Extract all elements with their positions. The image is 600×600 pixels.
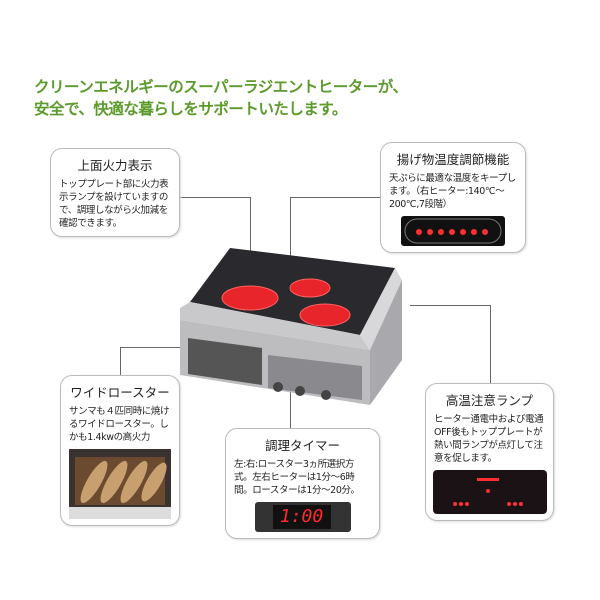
feature-cooking-timer: 調理タイマー 左:右:ロースター3ヵ所選択方式。左右ヒーターは1分〜6時間。ロー…	[225, 428, 380, 539]
feature-body: ヒーター通電中および電通OFF後もトッププレートが熱い間ランプが点灯して注意を促…	[434, 414, 544, 464]
burner-back-right	[289, 278, 331, 298]
side-frame	[360, 268, 402, 350]
burner-left	[221, 285, 279, 311]
feature-title: 揚げ物温度調節機能	[396, 152, 510, 167]
timer-display: 1:00	[272, 505, 331, 529]
stove-image	[180, 248, 402, 405]
feature-body: 天ぷらに最適な温度をキープします。（右ヒーター:140℃〜200℃,7段階）	[389, 173, 516, 210]
feature-body: 左:右:ロースター3ヵ所選択方式。左右ヒーターは1分〜6時間。ロースターは1分〜…	[234, 459, 360, 496]
high-temp-lamp-panel	[432, 470, 547, 514]
feature-title: 上面火力表示	[77, 158, 153, 173]
feature-wide-roaster: ワイドロースター サンマも４匹同時に焼けるワイドロースター。しかも1.4kwの高…	[60, 375, 180, 526]
feature-top-heat-display: 上面火力表示 トッププレート部に火力表示ランプを設けていますので、調理しながら火…	[50, 148, 180, 237]
knob[interactable]	[295, 386, 305, 396]
feature-high-temp-lamp: 高温注意ランプ ヒーター通電中および電通OFF後もトッププレートが熱い間ランプが…	[425, 383, 554, 521]
feature-title: ワイドロースター	[70, 385, 170, 400]
control-panel	[268, 355, 362, 400]
headline: クリーンエネルギーのスーパーラジエントヒーターが、 安全で、快適な暮らしをサポー…	[34, 76, 408, 120]
knob[interactable]	[321, 390, 331, 400]
connector	[290, 380, 291, 428]
feature-title: 調理タイマー	[264, 438, 340, 453]
feature-body: サンマも４匹同時に焼けるワイドロースター。しかも1.4kwの高火力	[69, 406, 170, 443]
connector	[410, 305, 490, 306]
top-frame	[180, 302, 370, 350]
feature-body: トッププレート部に火力表示ランプを設けていますので、調理しながら火加減を確認でき…	[59, 179, 169, 229]
connector	[490, 305, 491, 383]
timer-panel: 1:00	[254, 502, 351, 532]
burner-front-right	[299, 303, 351, 327]
connector	[290, 197, 380, 198]
roaster-fish-photo	[69, 449, 171, 519]
feature-fry-temperature: 揚げ物温度調節機能 天ぷらに最適な温度をキープします。（右ヒーター:140℃〜2…	[380, 142, 526, 253]
headline-line-2: 安全で、快適な暮らしをサポートいたします。	[34, 100, 347, 118]
connector	[290, 197, 291, 305]
connector	[120, 347, 192, 348]
connector	[120, 347, 121, 375]
temperature-lamp-panel	[401, 216, 505, 246]
feature-title: 高温注意ランプ	[445, 393, 534, 408]
connector	[178, 197, 250, 198]
stove-side	[370, 280, 402, 405]
headline-line-1: クリーンエネルギーのスーパーラジエントヒーターが、	[34, 78, 408, 96]
knob[interactable]	[273, 382, 283, 392]
connector	[250, 197, 251, 292]
roaster-door	[188, 338, 262, 385]
